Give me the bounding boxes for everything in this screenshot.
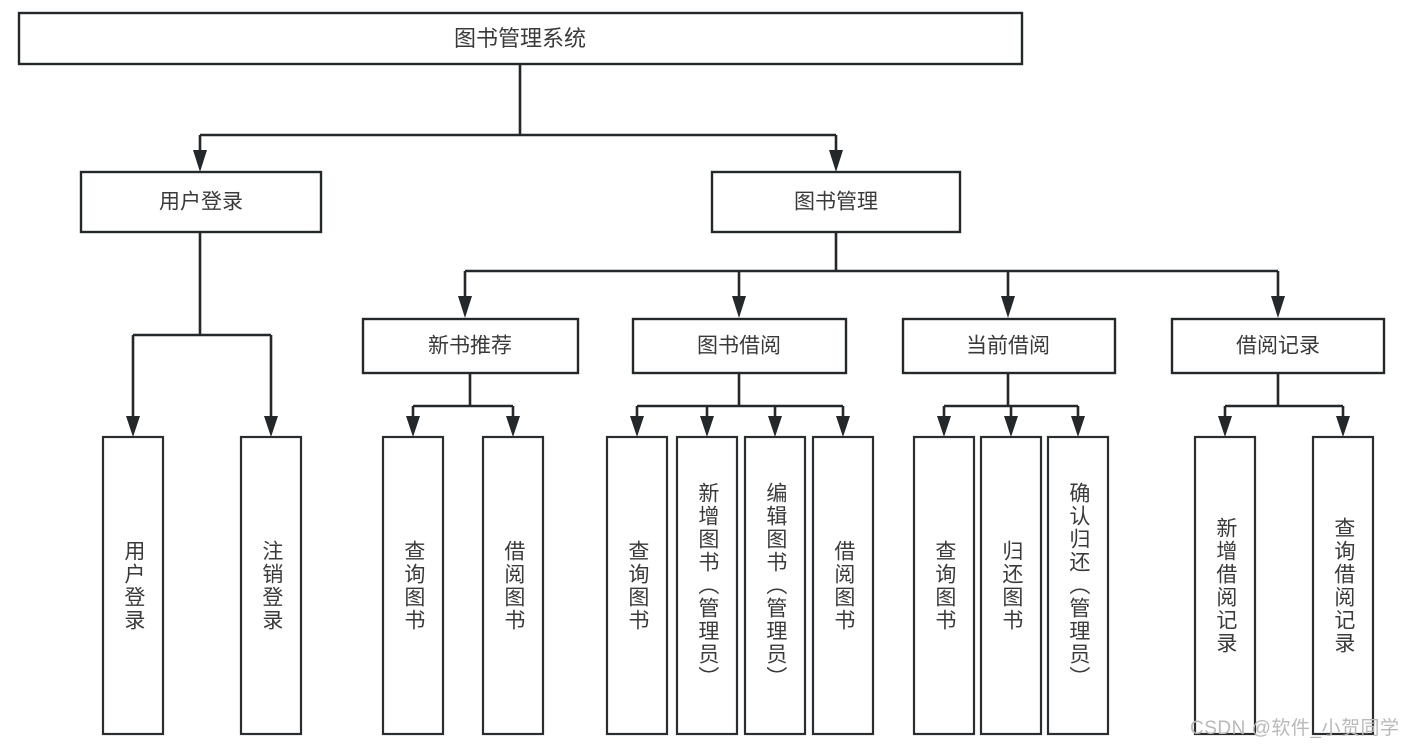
arrowhead-newbook-leaf1 (406, 416, 420, 437)
leaf-box-current-borrow-1[interactable] (912, 435, 976, 736)
leaf-box-current-borrow-3[interactable] (1046, 435, 1110, 736)
leaf-box-new-book-2[interactable] (481, 435, 545, 736)
node-borrow-record-label: 借阅记录 (1236, 335, 1320, 358)
node-user-login-label: 用户登录 (159, 191, 243, 214)
node-current-borrow-box[interactable] (901, 317, 1117, 375)
node-current-borrow-label: 当前借阅 (966, 335, 1050, 358)
node-borrow-record-box[interactable] (1170, 317, 1386, 375)
leaf-box-user-login-2[interactable] (239, 435, 303, 736)
arrowhead-level3-1 (458, 296, 472, 318)
edge-group-root (193, 64, 843, 172)
arrowhead-currentborrow-leaf3 (1071, 416, 1085, 437)
csdn-watermark: CSDN @软件_小贺同学 (1190, 718, 1400, 739)
arrowhead-user-login-leaf2 (264, 416, 278, 437)
edge-group-new-book-recommend (406, 373, 520, 437)
leaf-box-book-borrow-4[interactable] (811, 435, 875, 736)
node-book-management-box[interactable] (710, 170, 962, 234)
leaf-box-current-borrow-2[interactable] (979, 435, 1043, 736)
node-root-label: 图书管理系统 (454, 26, 586, 51)
arrowhead-userlogin (193, 150, 207, 172)
edge-group-borrow-record (1218, 373, 1350, 437)
arrowhead-level3-3 (1001, 296, 1015, 318)
node-root-box[interactable] (17, 11, 1024, 66)
node-book-management-label: 图书管理 (794, 191, 878, 214)
leaf-box-book-borrow-1[interactable] (605, 435, 669, 736)
arrowhead-borrowrecord-leaf1 (1218, 416, 1232, 437)
arrowhead-newbook-leaf2 (506, 416, 520, 437)
edge-group-book-borrow (630, 373, 850, 437)
edge-group-book-management (458, 232, 1285, 318)
leaf-box-book-borrow-3[interactable] (743, 435, 807, 736)
leaf-box-book-borrow-2[interactable] (675, 435, 739, 736)
arrowhead-borrowrecord-leaf2 (1336, 416, 1350, 437)
arrowhead-bookmgmt (829, 150, 843, 172)
node-new-book-recommend-label: 新书推荐 (428, 335, 512, 358)
arrowhead-level3-4 (1271, 296, 1285, 318)
arrowhead-bookborrow-leaf3 (768, 416, 782, 437)
leaf-box-new-book-1[interactable] (381, 435, 445, 736)
edge-group-user-login (126, 232, 278, 437)
node-user-login-box[interactable] (79, 170, 323, 234)
arrowhead-bookborrow-leaf1 (630, 416, 644, 437)
node-book-borrow-box[interactable] (631, 317, 848, 375)
leaf-box-user-login-1[interactable] (101, 435, 165, 736)
node-new-book-recommend-box[interactable] (361, 317, 580, 375)
leaf-box-borrow-record-2[interactable] (1311, 435, 1375, 736)
arrowhead-user-login-leaf1 (126, 416, 140, 437)
arrowhead-bookborrow-leaf2 (700, 416, 714, 437)
arrowhead-currentborrow-leaf1 (937, 416, 951, 437)
arrowhead-level3-2 (732, 296, 746, 318)
arrowhead-bookborrow-leaf4 (836, 416, 850, 437)
arrowhead-currentborrow-leaf2 (1004, 416, 1018, 437)
node-book-borrow-label: 图书借阅 (697, 335, 781, 358)
edge-group-current-borrow (937, 373, 1085, 437)
leaf-box-borrow-record-1[interactable] (1193, 435, 1257, 736)
